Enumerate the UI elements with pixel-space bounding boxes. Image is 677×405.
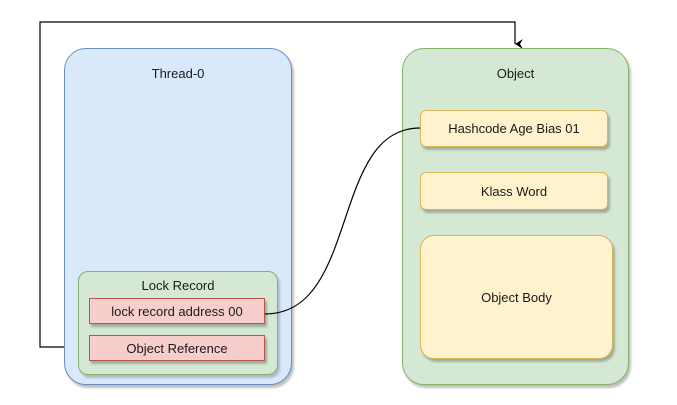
object-body-cell: Object Body bbox=[420, 235, 613, 359]
klass-word-cell: Klass Word bbox=[420, 172, 608, 210]
mark-word-label: Hashcode Age Bias 01 bbox=[448, 121, 580, 136]
reference-arrow bbox=[39, 21, 523, 348]
object-title: Object bbox=[496, 66, 535, 81]
lock-record-title: Lock Record bbox=[141, 278, 215, 293]
object-body-label: Object Body bbox=[481, 289, 552, 305]
mark-word-cell: Hashcode Age Bias 01 bbox=[420, 110, 608, 147]
object-reference-cell: Object Reference bbox=[89, 335, 265, 361]
lock-record-address-label: lock record address 00 bbox=[111, 303, 243, 319]
object-reference-label: Object Reference bbox=[126, 340, 228, 356]
lock-record-address-cell: lock record address 00 bbox=[89, 298, 265, 324]
klass-word-label: Klass Word bbox=[480, 183, 548, 199]
thread-title: Thread-0 bbox=[151, 66, 205, 81]
